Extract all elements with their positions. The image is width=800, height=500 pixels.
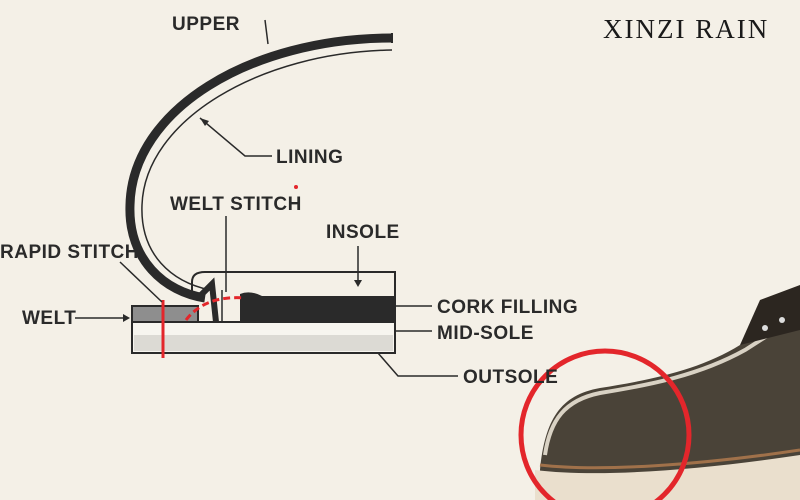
label-mid-sole: MID-SOLE [437,323,534,344]
red-dot-marker [294,185,298,189]
label-rapid-stitch: RAPID STITCH [0,242,139,263]
insole-shape [191,271,396,322]
highlight-circle [518,348,692,500]
label-welt-stitch: WELT STITCH [170,194,302,215]
cork-filling-shape [240,292,395,322]
brand-logo: XINZI RAIN [603,14,770,44]
boot-photo [535,285,800,500]
label-outsole: OUTSOLE [463,367,558,388]
upper-flange [197,277,219,323]
outsole-shape [134,335,393,351]
lining-shape [141,49,393,291]
welt-stitch-line [184,296,246,321]
label-insole: INSOLE [326,222,400,243]
label-upper: UPPER [172,14,240,35]
leader-lines [75,19,458,377]
label-cork-filling: CORK FILLING [437,297,578,318]
label-lining: LINING [276,147,343,168]
arrowheads [123,118,362,322]
label-welt: WELT [22,308,76,329]
upper-shape [125,33,393,303]
